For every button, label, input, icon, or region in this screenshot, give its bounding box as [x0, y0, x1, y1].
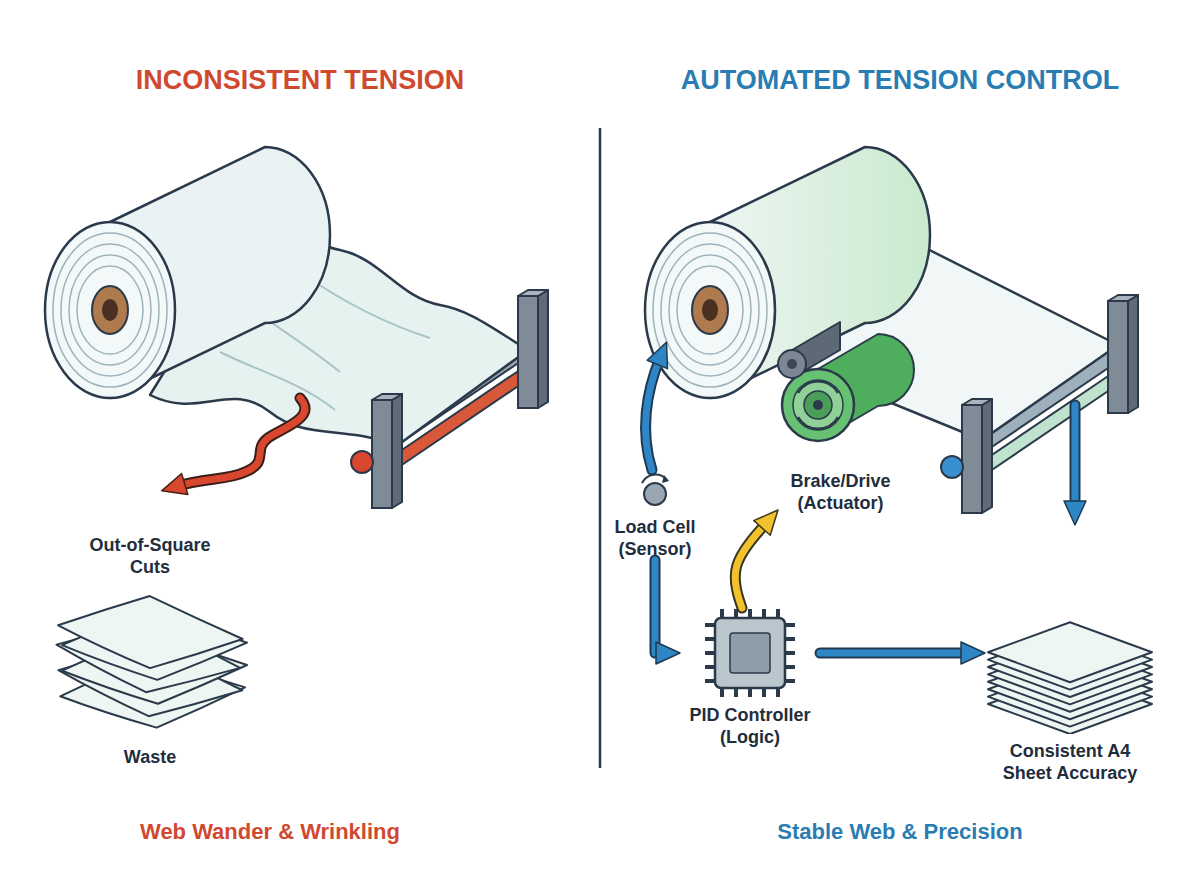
roll-core-hole [102, 299, 118, 321]
blue-arrow [1072, 405, 1079, 508]
connector-outline [655, 560, 663, 653]
roller-ring [804, 391, 832, 419]
roll-ring [61, 244, 159, 376]
divider-line [599, 128, 602, 768]
frame-post-top [518, 290, 548, 296]
sense-arrow [646, 358, 660, 470]
rotation-arc [798, 417, 838, 429]
connector-line [735, 523, 767, 608]
node-label: Brake/Drive (Actuator) [778, 470, 903, 514]
arrow-outline [1070, 405, 1081, 508]
nip-roller [778, 350, 806, 378]
load-cell-symbol [644, 483, 666, 505]
panel-heading: INCONSISTENT TENSION [60, 62, 540, 98]
rotation-arc [798, 381, 838, 393]
wrinkle-line [220, 352, 335, 410]
frame-post [372, 400, 392, 508]
actuator-node: Brake/Drive (Actuator) [778, 470, 903, 514]
roll-ring [677, 266, 743, 354]
sheet-stack-icon [985, 612, 1155, 734]
frame-post [962, 405, 982, 513]
frame-post [518, 296, 538, 408]
panel-caption: Web Wander & Wrinkling [60, 818, 480, 846]
node-label: Load Cell (Sensor) [600, 516, 710, 560]
roll-core-hole [702, 299, 718, 321]
frame-post-top [962, 399, 992, 405]
arrow-outline [178, 398, 305, 486]
roller-axle [813, 400, 823, 410]
connector-line [820, 650, 968, 657]
right-frame-posts [941, 295, 1138, 513]
frame-post-side [1128, 295, 1138, 413]
frame-post-top [1108, 295, 1138, 301]
frame-post-top [372, 394, 402, 400]
panel-heading: AUTOMATED TENSION CONTROL [640, 62, 1160, 98]
roller-face [782, 369, 854, 441]
chip-icon [680, 608, 820, 698]
a4-sheet [988, 622, 1152, 682]
control-arrow [735, 523, 767, 608]
drive-roller [778, 322, 914, 441]
part-label: Waste [90, 746, 210, 768]
chip-die [730, 633, 770, 673]
rotation-head [662, 475, 669, 483]
roll-ring [77, 266, 143, 354]
left-roll [45, 147, 330, 398]
load-cell-icon [600, 470, 710, 510]
blue-arrow [646, 358, 660, 470]
roll-ring [53, 233, 167, 387]
connector-outline [820, 648, 968, 659]
panel-caption: Stable Web & Precision [690, 818, 1110, 846]
roll-face [45, 222, 175, 398]
roll-ring [653, 233, 767, 387]
output-arrow [820, 653, 968, 654]
frame-post-side [982, 399, 992, 513]
arrow-outline [646, 358, 660, 470]
frame-post-side [392, 394, 402, 508]
chip-body [715, 618, 785, 688]
wander-arrow [178, 398, 305, 486]
roller-ring [793, 380, 843, 430]
sensor-node: Load Cell (Sensor) [600, 470, 710, 560]
roll-ring [661, 244, 759, 376]
roll-core [92, 286, 128, 334]
frame-post-side [538, 290, 548, 408]
red-knob [351, 451, 373, 473]
waste-sheet [56, 591, 245, 673]
node-label: PID Controller (Logic) [680, 704, 820, 748]
roll-core [692, 286, 728, 334]
output-arrow [1075, 405, 1076, 508]
controller-node: PID Controller (Logic) [680, 608, 820, 748]
connector-outline [735, 523, 767, 608]
feedback-arrow [655, 560, 663, 653]
frame-post [1108, 301, 1128, 413]
nip-roller-axle [787, 359, 797, 369]
connector-line [655, 560, 663, 653]
left-frame-posts [351, 290, 548, 508]
roll-ring [69, 255, 151, 365]
red-arrow [178, 398, 305, 486]
blue-knob [941, 456, 963, 478]
roll-face [645, 222, 775, 398]
roll-ring [669, 255, 751, 365]
node-label: Consistent A4 Sheet Accuracy [985, 740, 1155, 784]
waste-stack [53, 591, 249, 734]
part-label: Out-of-Square Cuts [70, 534, 230, 578]
output-node: Consistent A4 Sheet Accuracy [985, 612, 1155, 784]
